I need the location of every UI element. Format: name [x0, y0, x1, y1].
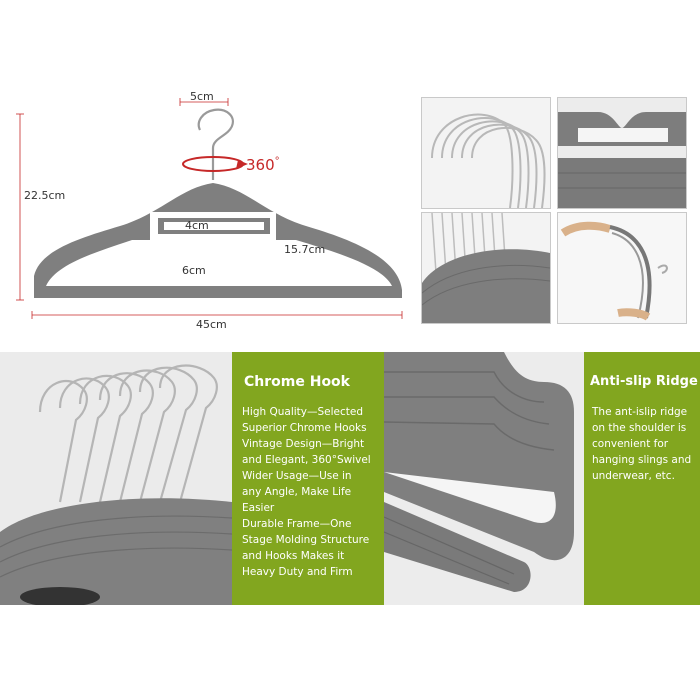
chrome-hook-title: Chrome Hook — [244, 374, 350, 390]
anti-slip-line: The ant-islip ridge — [592, 406, 688, 418]
anti-slip-line: underwear, etc. — [592, 470, 675, 482]
chrome-hook-line: Heavy Duty and Firm — [242, 566, 353, 578]
photo-anti-slip-ridge — [384, 352, 584, 605]
rotation-label: 360° — [246, 156, 280, 174]
inner-height-label: 4cm — [185, 219, 209, 232]
anti-slip-panel: Anti-slip Ridge The ant-islip ridge on t… — [584, 352, 700, 605]
chrome-hook-line: Superior Chrome Hooks — [242, 422, 367, 434]
chrome-hook-description: High Quality—Selected Superior Chrome Ho… — [242, 404, 382, 580]
lower-height-label: 6cm — [182, 264, 206, 277]
chrome-hook-line: High Quality—Selected — [242, 406, 364, 418]
inner-width-label: 15.7cm — [284, 243, 326, 256]
width-label: 45cm — [196, 318, 227, 331]
anti-slip-line: convenient for — [592, 438, 669, 450]
chrome-hook-line: Vintage Design—Bright — [242, 438, 365, 450]
anti-slip-description: The ant-islip ridge on the shoulder is c… — [592, 404, 698, 484]
photo-shoulder-top — [557, 97, 687, 209]
photo-hooks-closeup — [421, 97, 551, 209]
photo-flex-demo — [557, 212, 687, 324]
chrome-hook-line: Stage Molding Structure — [242, 534, 370, 546]
height-label: 22.5cm — [24, 189, 66, 202]
rotation-unit: ° — [274, 156, 280, 167]
photo-stack-side — [421, 212, 551, 324]
chrome-hook-line: Easier — [242, 502, 275, 514]
hanger-illustration — [16, 98, 403, 319]
rotation-value: 360 — [246, 156, 275, 174]
chrome-hook-panel: Chrome Hook High Quality—Selected Superi… — [232, 352, 384, 605]
anti-slip-line: hanging slings and — [592, 454, 692, 466]
hook-width-label: 5cm — [190, 90, 214, 103]
chrome-hook-line: any Angle, Make Life — [242, 486, 352, 498]
chrome-hook-line: Wider Usage—Use in — [242, 470, 352, 482]
chrome-hook-line: Durable Frame—One — [242, 518, 352, 530]
hanger-dimension-diagram: 5cm 360° 22.5cm 4cm 15.7cm 6cm 45cm — [0, 80, 415, 340]
anti-slip-line: on the shoulder is — [592, 422, 687, 434]
chrome-hook-line: and Elegant, 360°Swivel — [242, 454, 371, 466]
anti-slip-title: Anti-slip Ridge — [590, 374, 698, 389]
chrome-hook-line: and Hooks Makes it — [242, 550, 345, 562]
photo-chrome-hooks — [0, 352, 232, 605]
